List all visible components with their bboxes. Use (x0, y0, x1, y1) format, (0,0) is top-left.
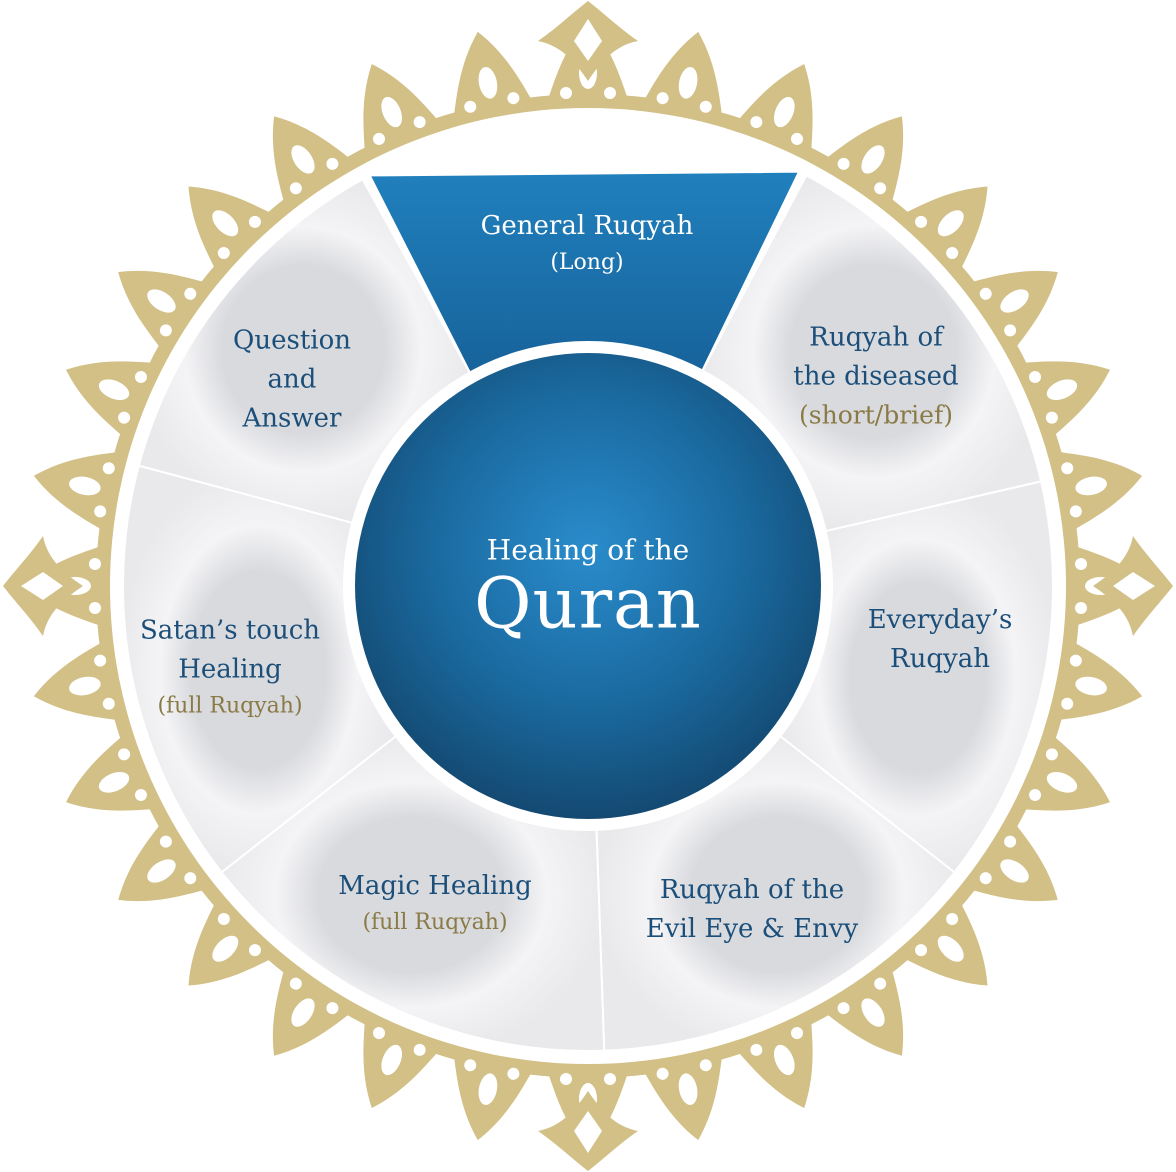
segment-line: Ruqyah of (809, 322, 943, 353)
frame-motif (452, 31, 539, 129)
frame-motif (1045, 450, 1143, 537)
frame-motif (33, 450, 131, 537)
frame-finial (1093, 536, 1173, 636)
segment-line: Question (233, 325, 351, 356)
frame-finial (538, 1091, 638, 1171)
segment-general-ruqyah: General Ruqyah (Long) (481, 207, 694, 279)
segment-line: General Ruqyah (480, 211, 694, 241)
frame-motif (892, 890, 988, 986)
segment-line: Answer (242, 403, 342, 434)
frame-motif (958, 813, 1058, 902)
segment-satans-touch-healing: Satan’s touch Healing (full Ruqyah) (140, 612, 320, 723)
frame-motif (188, 890, 284, 986)
frame-motif (33, 635, 131, 722)
frame-motif (363, 64, 447, 164)
frame-motif (729, 64, 813, 164)
frame-motif (452, 1043, 539, 1141)
frame-motif (118, 270, 218, 359)
segment-sub: (full Ruqyah) (362, 910, 508, 935)
frame-motif (815, 116, 904, 216)
segment-line: the diseased (793, 361, 959, 392)
segment-sub: (short/brief) (799, 400, 953, 430)
frame-motif (118, 813, 218, 902)
frame-motif (272, 116, 361, 216)
segment-sub: (full Ruqyah) (157, 693, 303, 719)
segment-everyday-ruqyah: Everyday’s Ruqyah (868, 601, 1013, 679)
segment-line: Ruqyah (890, 644, 990, 674)
frame-finial (3, 536, 83, 636)
segment-line: Magic Healing (338, 871, 532, 901)
frame-motif (729, 1008, 813, 1108)
frame-motif (1045, 635, 1143, 722)
frame-motif (1010, 727, 1110, 811)
frame-motif (892, 186, 988, 282)
segment-line: Healing (178, 654, 282, 685)
outer-rim (116, 114, 1060, 1058)
segment-sub: (Long) (550, 250, 624, 275)
frame-motif (363, 1008, 447, 1108)
center-circle (355, 353, 821, 819)
segment-ruqyah-diseased: Ruqyah of the diseased (short/brief) (793, 318, 958, 434)
segment-line: Ruqyah of the (659, 875, 845, 905)
segment-question-answer: Question and Answer (233, 322, 351, 439)
frame-finial (538, 1, 638, 81)
segment-line: Satan’s touch (139, 615, 321, 646)
frame-motif (188, 186, 284, 282)
segment-evil-eye-envy: Ruqyah of the Evil Eye & Envy (646, 871, 858, 949)
frame-motif (637, 1043, 724, 1141)
frame-motif (815, 956, 904, 1056)
segment-magic-healing: Magic Healing (full Ruqyah) (338, 867, 532, 939)
frame-motif (958, 270, 1058, 359)
frame-motif (272, 956, 361, 1056)
center-title: Healing of the Quran (474, 533, 702, 640)
segment-line: Evil Eye & Envy (645, 914, 859, 944)
frame-motif (1010, 361, 1110, 445)
center-title-small: Healing of the (486, 533, 690, 567)
frame-motif (66, 361, 166, 445)
frame-motif (637, 31, 724, 129)
segment-line: and (267, 364, 317, 395)
center-title-large: Quran (474, 562, 702, 645)
frame-motif (66, 727, 166, 811)
segment-line: Everyday’s (867, 605, 1013, 635)
